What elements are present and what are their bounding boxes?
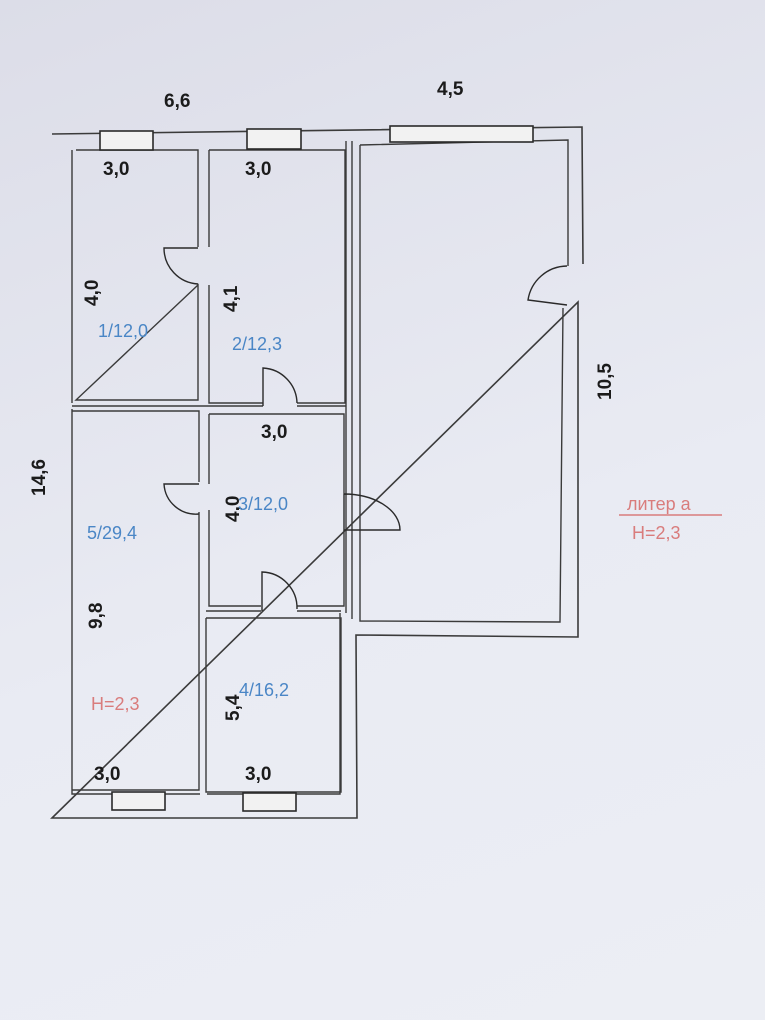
room5-label: 5/29,4 [87,523,137,543]
dim-room3-side: 4,0 [223,496,244,522]
interior-walls [72,141,353,793]
room2-label: 2/12,3 [232,334,282,354]
window-room4 [242,792,297,812]
dim-total-height: 14,6 [29,459,50,496]
outer-walls [50,126,584,819]
liter-title: литер а [627,494,692,514]
dim-room4-side: 5,4 [223,694,244,721]
room4-label: 4/16,2 [239,680,289,700]
dim-room4-bottom: 3,0 [245,764,271,785]
dim-room2-side: 4,1 [221,285,242,312]
window-right-room [389,125,534,143]
liter-height: H=2,3 [632,523,681,543]
dim-room2-top: 3,0 [245,159,271,180]
dim-top-right: 4,5 [437,79,464,100]
dim-room5-side: 9,8 [86,603,107,629]
room3-label: 3/12,0 [238,494,288,514]
dim-room5-bottom: 3,0 [94,764,120,785]
dim-room1-side: 4,0 [82,280,103,306]
door-room1 [163,247,199,285]
dim-right-height: 10,5 [595,363,616,400]
windows [99,125,534,812]
door-room5 [163,483,200,515]
room5-height-label: H=2,3 [91,694,140,714]
dimension-labels: 6,6 4,5 3,0 3,0 4,0 4,1 10,5 3,0 14,6 4,… [29,79,616,785]
window-room1 [99,130,154,151]
door-room3 [343,493,401,531]
window-room2 [246,128,302,150]
room-labels: 1/12,0 2/12,3 3/12,0 5/29,4 4/16,2 [87,321,289,700]
door-room2 [262,367,298,406]
door-room4 [261,571,298,611]
dim-room1-top: 3,0 [103,159,129,180]
dim-top-left: 6,6 [164,91,190,112]
window-room5 [111,791,166,811]
door-right-room [527,265,568,306]
annotations: H=2,3 литер а H=2,3 [91,494,722,714]
dim-room3-top: 3,0 [261,422,287,443]
room1-label: 1/12,0 [98,321,148,341]
doors [163,247,568,611]
